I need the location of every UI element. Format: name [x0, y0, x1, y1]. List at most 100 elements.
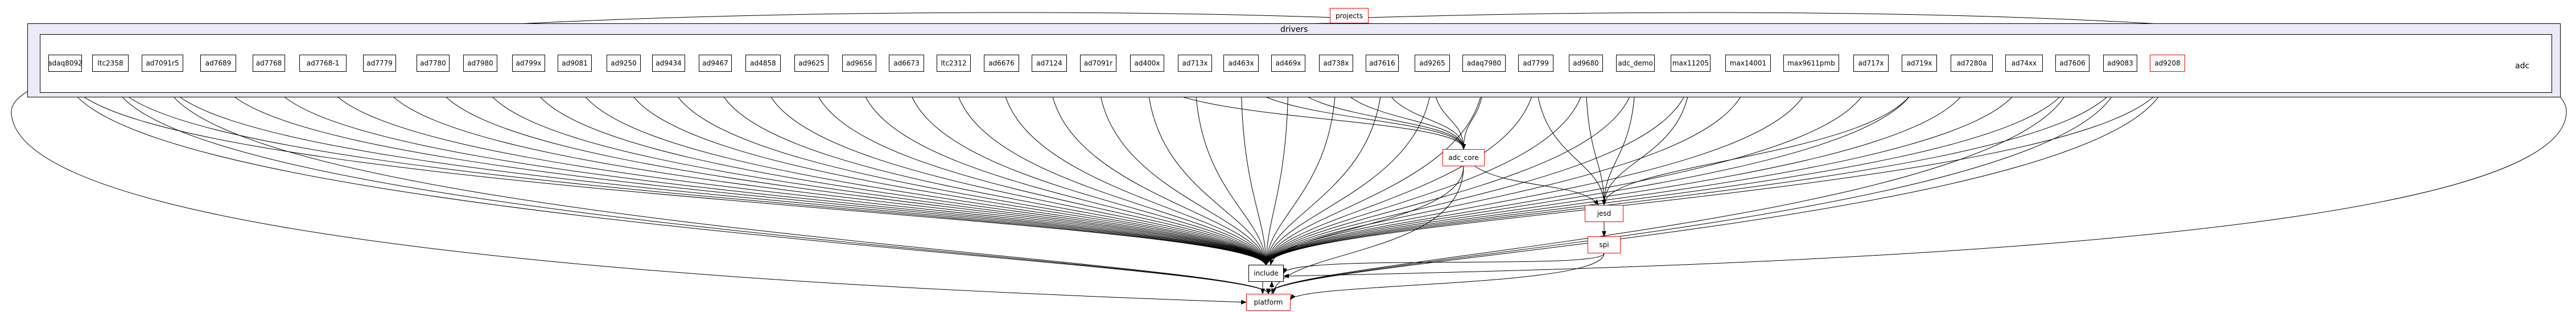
edge-ltc2312-include [953, 71, 1268, 265]
driver-node-ad6673[interactable]: ad6673 [889, 55, 924, 72]
driver-node-ad469x[interactable]: ad469x [1271, 55, 1305, 72]
edge-ad6676-include [1001, 71, 1268, 265]
driver-node-ad738x[interactable]: ad738x [1319, 55, 1353, 72]
edge-ad9625-include [811, 71, 1268, 265]
edge-adaq8092-include [65, 71, 1267, 265]
edge-ad799x-include [528, 71, 1267, 265]
driver-node-ad7091r[interactable]: ad7091r [1080, 55, 1116, 72]
edge-max14001-include [1264, 71, 1749, 265]
driver-node-max11205[interactable]: max11205 [1671, 55, 1711, 72]
edge-ad7606-include [1266, 71, 2073, 265]
edge-adc-core-include [1269, 166, 1464, 265]
driver-node-ad7768-1[interactable]: ad7768-1 [299, 55, 347, 72]
platform-node[interactable]: platform [1246, 294, 1291, 311]
adc-core-node[interactable]: adc_core [1442, 149, 1485, 166]
driver-node-ad9250[interactable]: ad9250 [607, 55, 641, 72]
edge-ad7091r5-platform [162, 71, 1271, 294]
edge-ad7091r5-include [162, 71, 1267, 265]
edge-adaq7980-include [1264, 71, 1485, 265]
adc-subcluster-label: adc [2515, 61, 2530, 71]
edge-ad7768-include [269, 71, 1267, 265]
edge-ad9083-include [1266, 71, 2121, 265]
edge-ltc2358-platform [110, 71, 1271, 294]
edge-adc-core-platform [1271, 166, 1464, 294]
driver-node-ad7606[interactable]: ad7606 [2055, 55, 2089, 72]
edge-ad713x-include [1194, 71, 1268, 265]
driver-node-ad7768[interactable]: ad7768 [253, 55, 285, 72]
edge-ad6673-include [906, 71, 1268, 265]
driver-node-adc_demo[interactable]: adc_demo [1616, 55, 1655, 72]
spi-node[interactable]: spi [1588, 236, 1621, 253]
driver-node-ad9208[interactable]: ad9208 [2150, 55, 2185, 72]
edge-ad9680-include [1264, 71, 1586, 265]
edge-spi-platform [1290, 253, 1605, 300]
edge-ad9467-include [715, 71, 1267, 265]
driver-node-ad9680[interactable]: ad9680 [1569, 55, 1603, 72]
driver-node-ad713x[interactable]: ad713x [1178, 55, 1212, 72]
driver-node-ad7780[interactable]: ad7780 [417, 55, 450, 72]
driver-node-ad4858[interactable]: ad4858 [745, 55, 781, 72]
edge-adc-core-jesd [1474, 166, 1599, 206]
driver-node-ad7980[interactable]: ad7980 [463, 55, 497, 72]
driver-node-adaq7980[interactable]: adaq7980 [1462, 55, 1506, 72]
edge-ad9083-platform [1266, 71, 2121, 294]
driver-node-ad717x[interactable]: ad717x [1853, 55, 1889, 72]
driver-node-ad7616[interactable]: ad7616 [1366, 55, 1399, 72]
edge-ad7768-1-include [323, 71, 1267, 265]
driver-node-max9611pmb[interactable]: max9611pmb [1783, 55, 1839, 72]
driver-node-ltc2312[interactable]: ltc2312 [937, 55, 971, 72]
driver-node-ad9434[interactable]: ad9434 [652, 55, 685, 72]
driver-node-ad6676[interactable]: ad6676 [984, 55, 1019, 72]
edge-ad7616-include [1264, 71, 1383, 265]
edge-ad463x-include [1240, 71, 1268, 265]
edge-ad469x-include [1264, 71, 1289, 265]
jesd-node[interactable]: jesd [1585, 205, 1623, 222]
driver-node-ad463x[interactable]: ad463x [1223, 55, 1259, 72]
edge-ad9208-platform [1266, 71, 2168, 294]
edge-ad9081-include [574, 71, 1267, 265]
edge-max11205-include [1264, 71, 1691, 265]
edge-ad9208-include [1266, 71, 2168, 265]
edge-ad7689-include [218, 71, 1267, 265]
edge-adc_demo-include [1264, 71, 1636, 265]
edge-ad9250-include [623, 71, 1267, 265]
edge-ad400x-include [1147, 71, 1268, 265]
edge-adaq8092-platform [65, 71, 1271, 294]
edge-ad7606-platform [1266, 71, 2073, 294]
driver-node-ad7124[interactable]: ad7124 [1032, 55, 1067, 72]
edge-ad7124-include [1049, 71, 1268, 265]
edge-ad9265-include [1264, 71, 1433, 265]
driver-node-ad9625[interactable]: ad9625 [794, 55, 829, 72]
edge-ad9656-include [859, 71, 1268, 265]
edge-ad74xx-include [1265, 71, 2025, 265]
driver-node-adaq8092[interactable]: adaq8092 [48, 55, 83, 72]
edge-ad7980-include [480, 71, 1267, 265]
driver-node-ad9081[interactable]: ad9081 [558, 55, 592, 72]
driver-node-ad719x[interactable]: ad719x [1902, 55, 1937, 72]
driver-node-ad9083[interactable]: ad9083 [2103, 55, 2137, 72]
driver-node-ad74xx[interactable]: ad74xx [2005, 55, 2043, 72]
driver-node-ltc2358[interactable]: ltc2358 [92, 55, 129, 72]
driver-node-ad400x[interactable]: ad400x [1130, 55, 1164, 72]
edge-ad7091r-include [1098, 71, 1268, 265]
include-node[interactable]: include [1248, 265, 1284, 282]
driver-node-max14001[interactable]: max14001 [1725, 55, 1771, 72]
edge-ltc2358-include [110, 71, 1267, 265]
driver-node-ad7280a[interactable]: ad7280a [1951, 55, 1993, 72]
driver-node-ad7689[interactable]: ad7689 [200, 55, 236, 72]
driver-node-ad9656[interactable]: ad9656 [842, 55, 876, 72]
driver-node-ad9467[interactable]: ad9467 [699, 55, 732, 72]
driver-node-ad799x[interactable]: ad799x [512, 55, 545, 72]
edge-ad4858-include [763, 71, 1268, 265]
driver-node-ad9265[interactable]: ad9265 [1415, 55, 1450, 72]
edge-ad717x-include [1265, 71, 1872, 265]
projects-node[interactable]: projects [1330, 8, 1369, 23]
edge-ad7779-include [379, 71, 1267, 265]
edge-ad738x-include [1264, 71, 1337, 265]
edge-spi-include [1283, 253, 1605, 274]
drivers-cluster-label: drivers [1280, 25, 1308, 34]
driver-node-ad7091r5[interactable]: ad7091r5 [142, 55, 183, 72]
driver-node-ad7799[interactable]: ad7799 [1518, 55, 1553, 72]
driver-node-ad7779[interactable]: ad7779 [363, 55, 396, 72]
edge-ad9434-include [668, 71, 1267, 265]
